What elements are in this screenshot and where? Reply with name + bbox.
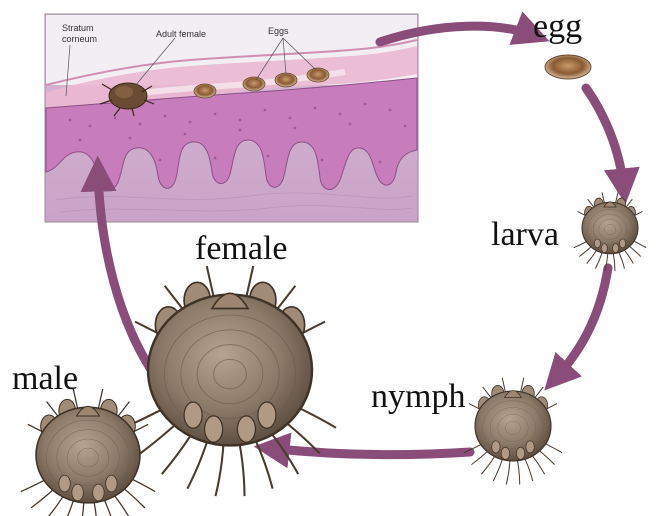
stage-label-egg: egg <box>533 10 582 44</box>
arrow-nymph-to-adult <box>268 448 470 455</box>
stage-label-male: male <box>12 362 78 396</box>
blank-box-egg <box>606 18 657 44</box>
blank-box-nymph <box>404 348 502 372</box>
stratum-corneum-label-line2: corneum <box>62 34 97 44</box>
egg-illustration <box>545 55 591 79</box>
female-mite <box>124 266 336 496</box>
larva-mite <box>574 192 646 271</box>
nymph-mite <box>464 378 562 485</box>
stratum-corneum-label-line1: Stratum <box>62 23 94 33</box>
blank-box-egg-larva <box>529 119 583 141</box>
arrow-larva-to-nymph <box>554 268 608 380</box>
stage-label-female: female <box>195 232 288 266</box>
blank-box-female <box>305 228 369 266</box>
stage-label-nymph: nymph <box>371 380 465 414</box>
eggs-label: Eggs <box>268 26 289 36</box>
male-mite <box>21 389 155 516</box>
blank-box-larva-nymph <box>516 298 578 318</box>
adult-female-label: Adult female <box>156 29 206 39</box>
arrow-egg-to-larva <box>586 88 624 190</box>
blank-box-nymph-adult <box>340 428 408 446</box>
stage-label-larva: larva <box>491 218 559 252</box>
